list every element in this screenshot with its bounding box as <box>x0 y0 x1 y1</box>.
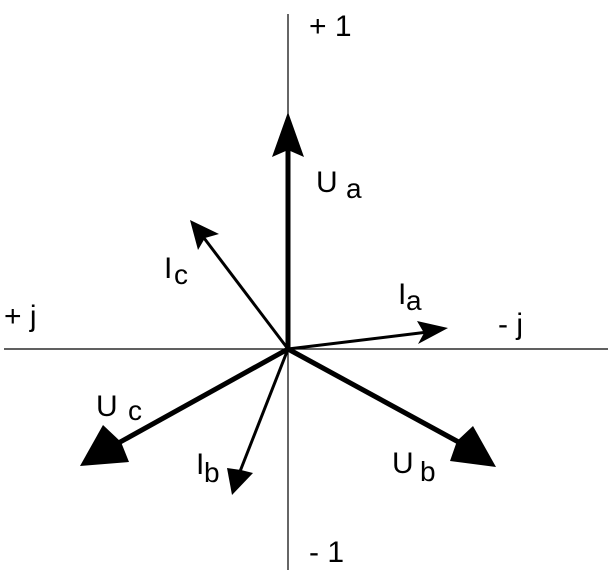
label-ub-main: U <box>392 447 414 480</box>
phasor-ua-arrowhead <box>272 112 304 157</box>
label-ib-main: I <box>196 448 204 481</box>
label-ia: I a <box>398 278 422 316</box>
label-ub-sub: b <box>420 456 436 487</box>
phasor-ib-shaft <box>237 348 290 475</box>
label-ua-sub: a <box>346 173 362 204</box>
phasor-ia <box>287 321 448 351</box>
phasor-ic <box>190 220 290 350</box>
phasor-ub-shaft <box>286 346 466 448</box>
label-ib: I b <box>196 448 220 488</box>
phasor-ua <box>272 112 304 349</box>
label-ia-sub: a <box>406 285 422 316</box>
phasor-ia-arrowhead <box>417 321 448 344</box>
label-ua-main: U <box>316 166 338 199</box>
label-uc: U c <box>96 390 142 426</box>
axis-label-minus-1: - 1 <box>309 536 344 569</box>
phasor-ub-arrowhead <box>450 426 496 467</box>
label-ua: U a <box>316 166 362 204</box>
label-ib-sub: b <box>204 457 220 488</box>
label-ub: U b <box>392 447 436 487</box>
axis-label-plus-1: + 1 <box>309 10 352 43</box>
label-ia-main: I <box>398 278 406 311</box>
axis-label-minus-j: - j <box>498 308 523 341</box>
phasor-ib-arrowhead <box>227 468 253 495</box>
phasor-uc <box>80 346 290 466</box>
phasor-uc-shaft <box>111 346 290 449</box>
phasor-ia-shaft <box>287 330 429 351</box>
axis-label-plus-j: + j <box>4 300 37 333</box>
phasor-ic-arrowhead <box>190 220 219 250</box>
label-ic-main: I <box>164 252 172 285</box>
label-uc-main: U <box>96 390 118 423</box>
label-uc-sub: c <box>128 395 142 426</box>
phasor-uc-arrowhead <box>80 425 129 466</box>
phasor-ic-shaft <box>202 237 290 350</box>
label-ic-sub: c <box>174 259 188 290</box>
label-ic: I c <box>164 252 188 290</box>
phasor-ib <box>227 348 290 495</box>
phasor-ub <box>286 346 496 467</box>
